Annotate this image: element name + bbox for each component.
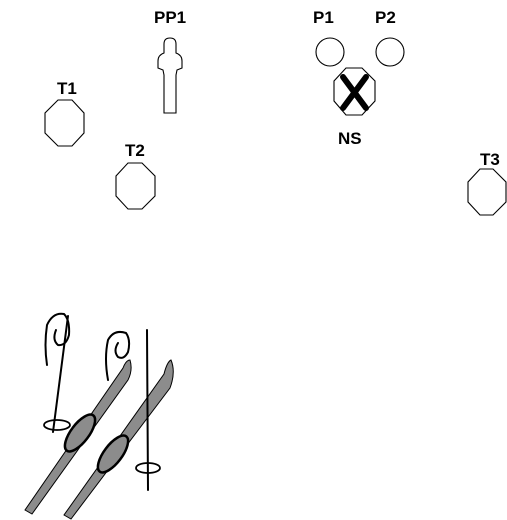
label-ns: NS (338, 129, 362, 148)
plate-p2: P2 (375, 8, 405, 67)
popper-pp1: PP1 (154, 8, 186, 114)
label-t2: T2 (125, 141, 145, 160)
popper-pp1-shape (157, 37, 183, 114)
plate-p1: P1 (313, 8, 345, 67)
target-t1-shape (44, 99, 85, 147)
left-pole (43, 312, 71, 433)
label-p2: P2 (375, 8, 396, 27)
no-shoot-ns: NS (333, 67, 376, 148)
skis-and-poles-icon (24, 312, 174, 520)
target-t2: T2 (115, 141, 156, 210)
target-t1: T1 (44, 79, 85, 147)
plate-p1-shape (315, 37, 345, 67)
label-p1: P1 (313, 8, 334, 27)
left-binding (63, 413, 97, 453)
target-t2-shape (115, 162, 156, 210)
plate-p2-shape (375, 37, 405, 67)
right-pole (105, 329, 161, 491)
label-t1: T1 (57, 79, 77, 98)
target-t3: T3 (467, 150, 507, 216)
label-pp1: PP1 (154, 8, 186, 27)
right-binding (96, 434, 130, 474)
target-t3-shape (467, 168, 507, 216)
label-t3: T3 (480, 150, 500, 169)
x-mark-icon (340, 74, 369, 111)
